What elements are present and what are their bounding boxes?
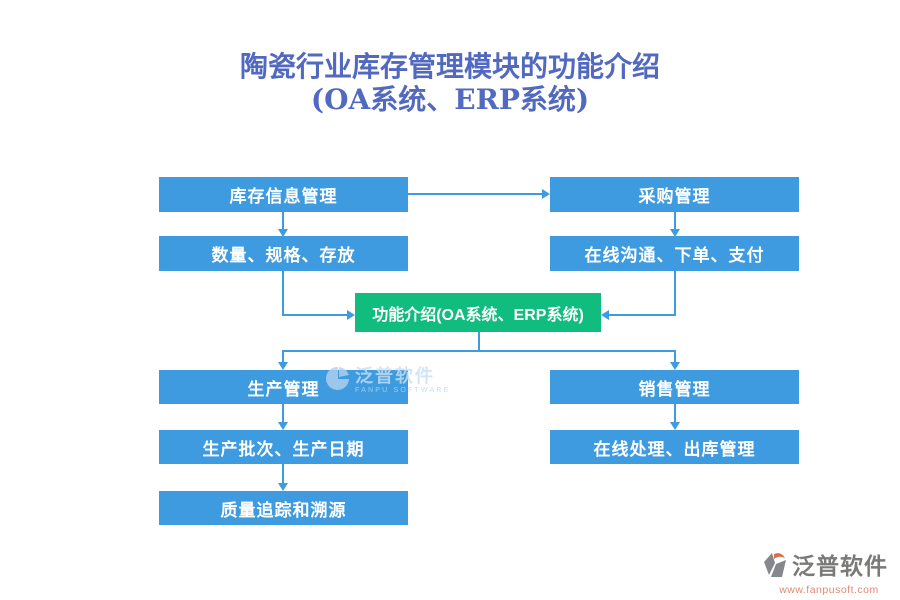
connector-intro-down xyxy=(478,332,480,352)
node-label: 质量追踪和溯源 xyxy=(220,500,347,520)
arrowhead-right-icon xyxy=(347,310,355,320)
page-title: 陶瓷行业库存管理模块的功能介绍 (OA系统、ERP系统) xyxy=(0,50,900,116)
arrowhead-down-icon xyxy=(278,362,288,370)
connector-splitter xyxy=(282,350,676,352)
connector-sales-to-onlineprocess xyxy=(674,404,676,422)
connector-production-to-batch xyxy=(282,404,284,422)
footer-logo: 泛普软件 www.fanpusoft.com xyxy=(763,551,895,596)
node-production-management: 生产管理 xyxy=(159,370,408,404)
connector-batch-to-quality xyxy=(282,464,284,483)
connector-splitter-to-production xyxy=(282,350,284,362)
arrowhead-down-icon xyxy=(670,422,680,430)
connector-splitter-to-sales xyxy=(674,350,676,362)
node-batch-and-date: 生产批次、生产日期 xyxy=(159,430,408,464)
node-label: 功能介绍(OA系统、ERP系统) xyxy=(372,306,584,324)
footer-logo-url: www.fanpusoft.com xyxy=(779,584,879,596)
node-label: 在线处理、出库管理 xyxy=(593,439,756,459)
connector-quantity-to-intro-h xyxy=(282,314,347,316)
arrowhead-down-icon xyxy=(670,229,680,237)
node-purchase-management: 采购管理 xyxy=(550,177,799,212)
node-online-process-outbound: 在线处理、出库管理 xyxy=(550,430,799,464)
arrowhead-down-icon xyxy=(278,483,288,491)
node-label: 生产批次、生产日期 xyxy=(202,439,365,459)
node-inventory-info-management: 库存信息管理 xyxy=(159,177,408,212)
node-label: 数量、规格、存放 xyxy=(211,246,356,265)
arrowhead-right-icon xyxy=(542,189,550,199)
connector-purchase-to-onlinecomm xyxy=(674,212,676,229)
node-online-comm-order-pay: 在线沟通、下单、支付 xyxy=(550,236,799,271)
arrowhead-left-icon xyxy=(601,310,609,320)
fanpu-logo-icon xyxy=(763,551,789,583)
page-title-line1: 陶瓷行业库存管理模块的功能介绍 xyxy=(239,50,660,83)
node-quantity-spec-storage: 数量、规格、存放 xyxy=(159,236,408,271)
arrowhead-down-icon xyxy=(278,229,288,237)
node-label: 库存信息管理 xyxy=(229,187,338,206)
connector-inventory-to-quantity xyxy=(282,212,284,229)
node-label: 在线沟通、下单、支付 xyxy=(584,246,765,265)
node-label: 生产管理 xyxy=(247,379,320,399)
node-sales-management: 销售管理 xyxy=(550,370,799,404)
node-function-intro: 功能介绍(OA系统、ERP系统) xyxy=(355,293,601,332)
connector-onlinecomm-to-intro-h xyxy=(609,314,676,316)
page-title-line2: (OA系统、ERP系统) xyxy=(310,83,590,116)
node-label: 销售管理 xyxy=(638,379,711,399)
arrowhead-down-icon xyxy=(278,422,288,430)
connector-quantity-to-intro-v xyxy=(282,271,284,316)
node-quality-trace: 质量追踪和溯源 xyxy=(159,491,408,525)
connector-inventory-to-purchase xyxy=(408,193,542,195)
node-label: 采购管理 xyxy=(638,187,711,206)
arrowhead-down-icon xyxy=(670,362,680,370)
footer-logo-brand: 泛普软件 xyxy=(792,553,888,580)
connector-onlinecomm-to-intro-v xyxy=(674,271,676,316)
